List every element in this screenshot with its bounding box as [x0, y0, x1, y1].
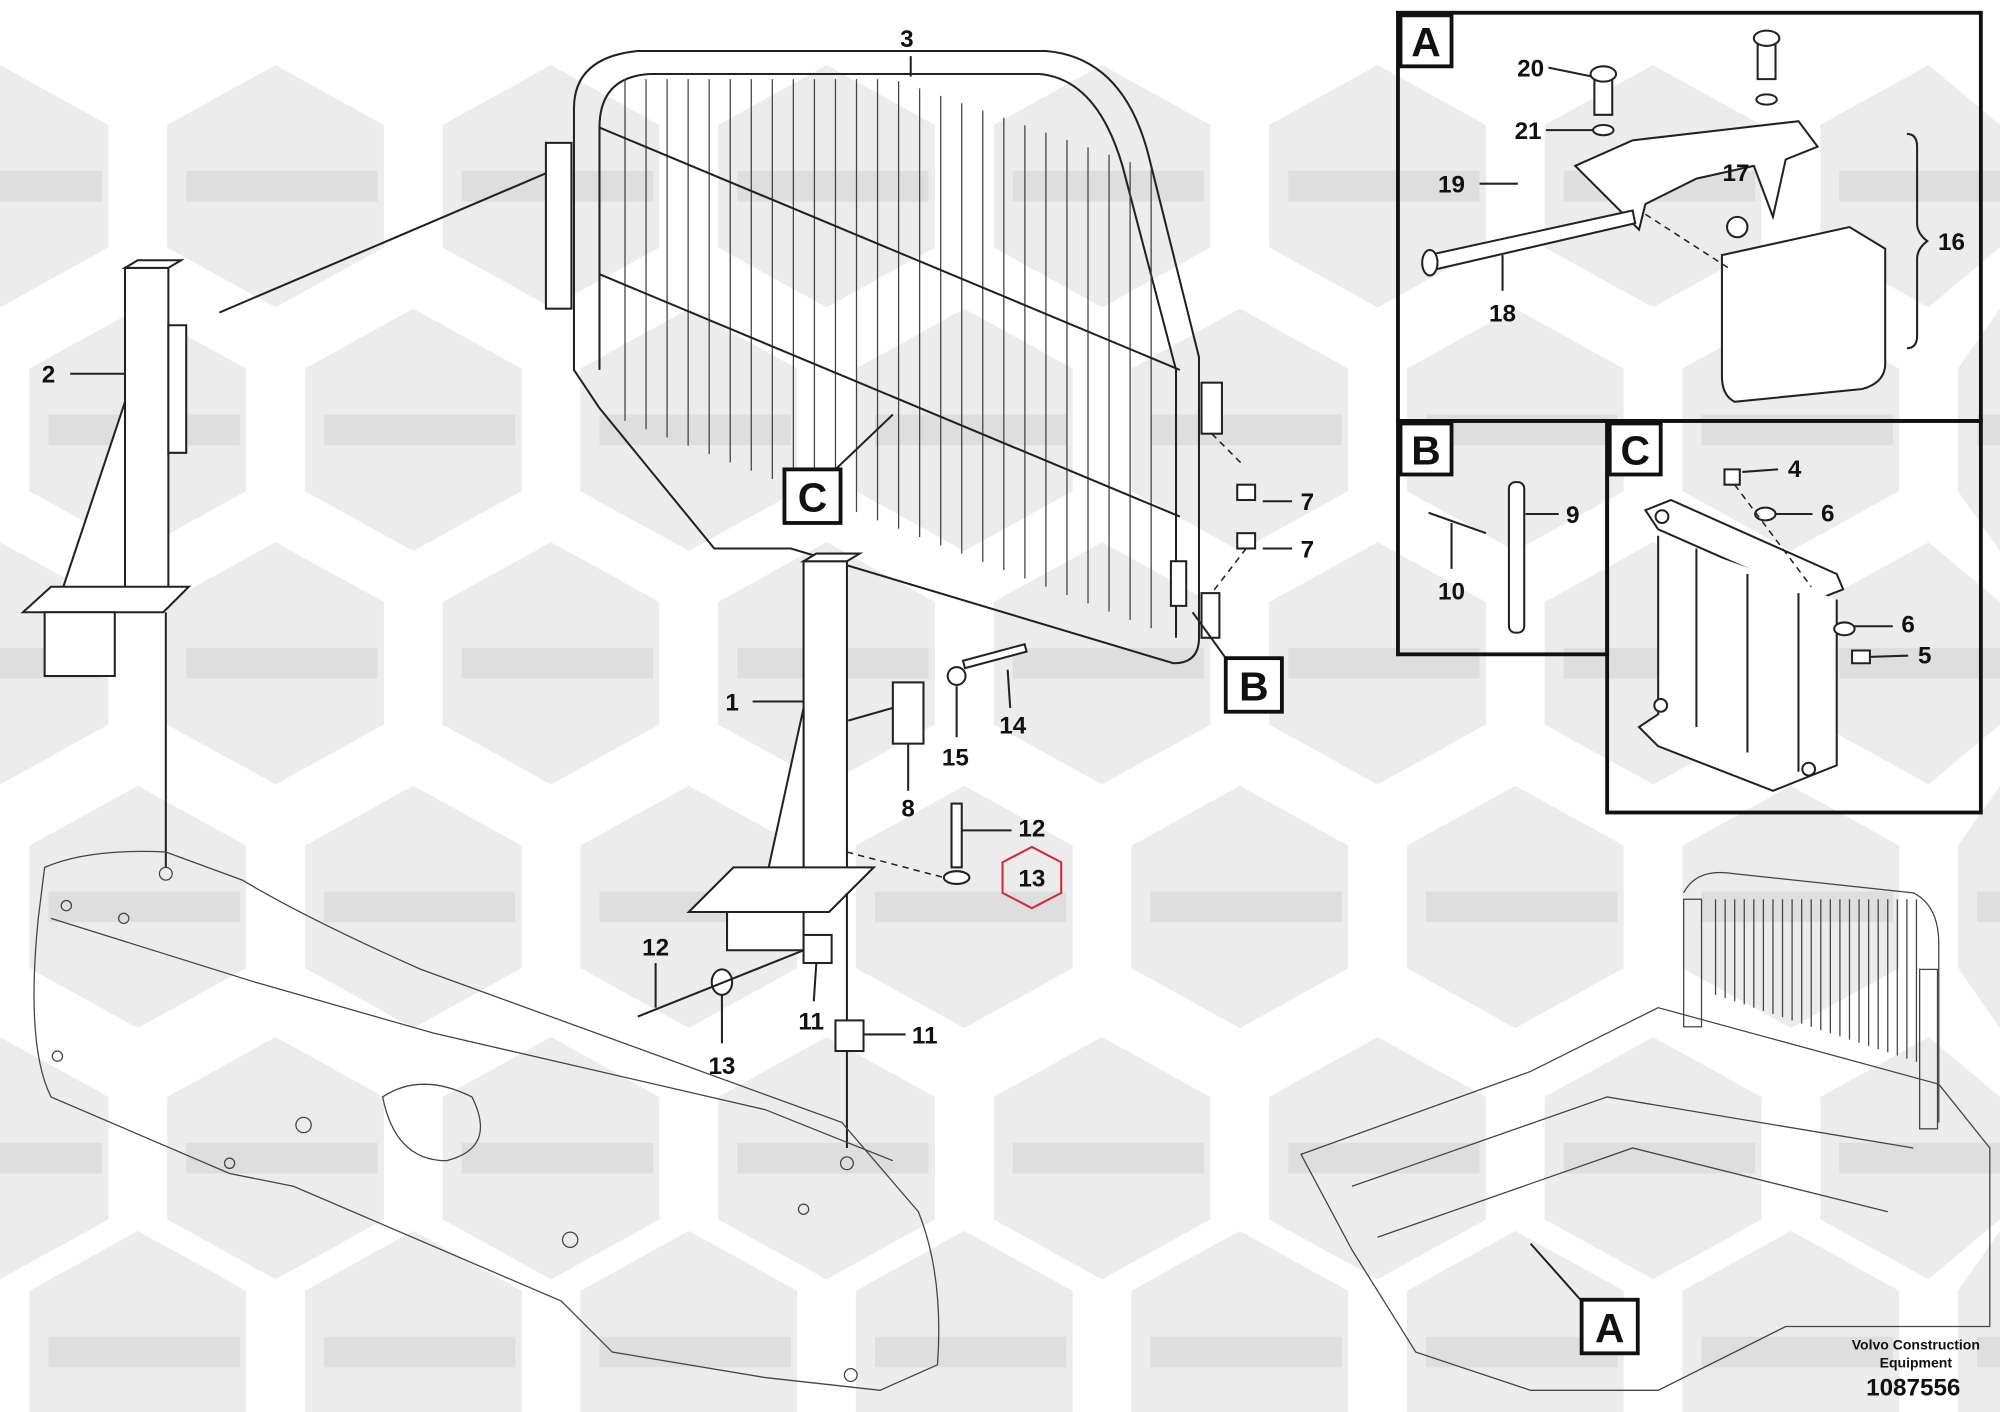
watermark-hexagon: [29, 1230, 247, 1412]
watermark-band: [186, 170, 378, 202]
callout-6: 6: [1901, 612, 1914, 639]
callout-20: 20: [1517, 56, 1544, 83]
callout-15: 15: [942, 744, 969, 771]
watermark-hexagon: [304, 1230, 522, 1412]
callout-8: 8: [901, 795, 914, 822]
watermark-band: [323, 1336, 516, 1368]
manufacturer-line2: Equipment: [1880, 1354, 1953, 1370]
callout-13-highlighted[interactable]: 13: [1018, 865, 1045, 892]
watermark-band: [1839, 1142, 2000, 1174]
inset-a-label: A: [1411, 19, 1440, 65]
callout-6: 6: [1821, 501, 1834, 528]
callouts: 3 2 7 7 1 14 15 8 12 13 12 11 11 13: [42, 26, 1314, 1080]
view-label-a: A: [1595, 1305, 1624, 1351]
watermark-band: [1150, 414, 1342, 446]
watermark-band: [1150, 1336, 1342, 1368]
watermark-band: [323, 414, 516, 446]
callout-16: 16: [1938, 229, 1965, 256]
callout-12: 12: [642, 934, 669, 961]
watermark-band: [461, 647, 654, 679]
axle-housing: [33, 850, 940, 1391]
watermark-hexagon: [1957, 1230, 2000, 1412]
inset-b: B 9 10: [1396, 419, 1610, 657]
callout-7: 7: [1301, 536, 1314, 563]
callout-21: 21: [1515, 118, 1542, 145]
watermark-band: [0, 170, 103, 202]
watermark-band: [1563, 1142, 1756, 1174]
callout-12: 12: [1018, 816, 1045, 843]
callout-14: 14: [999, 712, 1026, 739]
machine-overview: [1300, 871, 1991, 1391]
watermark-band: [1426, 891, 1618, 923]
watermark-band: [875, 891, 1067, 923]
railing-3: [544, 50, 1293, 665]
inset-c: C 4 6 6 5: [1605, 419, 1983, 815]
view-marker-c: C: [782, 413, 894, 525]
watermark-band: [737, 1142, 929, 1174]
callout-2: 2: [42, 362, 55, 389]
watermark-band: [1012, 1142, 1205, 1174]
watermark-band: [186, 647, 378, 679]
watermark-band: [461, 1142, 654, 1174]
watermark-band: [1839, 170, 2000, 202]
view-marker-b: B: [1191, 611, 1284, 714]
watermark-hexagon: [1131, 1230, 1349, 1412]
highlight-hexagon: [1001, 845, 1063, 910]
callout-3: 3: [900, 26, 913, 53]
callout-7: 7: [1301, 489, 1314, 516]
callout-4: 4: [1788, 456, 1802, 483]
callout-13: 13: [708, 1053, 735, 1080]
watermark-hexagon: [855, 1230, 1073, 1412]
watermark-band: [1977, 1336, 2000, 1368]
watermark-band: [1701, 891, 1893, 923]
watermark-band: [737, 170, 929, 202]
inset-c-label: C: [1620, 427, 1649, 473]
watermark-layer: [0, 65, 2000, 1412]
watermark-band: [323, 891, 516, 923]
callout-11: 11: [912, 1022, 938, 1049]
watermark-band: [599, 414, 791, 446]
callout-17: 17: [1722, 160, 1749, 187]
inset-b-label: B: [1411, 427, 1440, 473]
watermark-band: [48, 891, 240, 923]
watermark-band: [186, 1142, 378, 1174]
callout-11: 11: [798, 1008, 824, 1035]
view-label-c: C: [798, 474, 827, 520]
callout-1: 1: [725, 689, 738, 716]
post-2: [20, 171, 549, 868]
callout-18: 18: [1489, 300, 1516, 327]
view-label-b: B: [1239, 663, 1268, 709]
inset-a: A 20 21 19 17 16 18: [1396, 10, 1983, 423]
drawing-number: 1087556: [1866, 1374, 1960, 1401]
watermark-band: [0, 1142, 103, 1174]
watermark-hexagon: [580, 1230, 798, 1412]
post-1: [637, 552, 1028, 1148]
watermark-band: [1150, 891, 1342, 923]
watermark-band: [875, 1336, 1067, 1368]
callout-19: 19: [1438, 172, 1465, 199]
watermark-band: [599, 1336, 791, 1368]
callout-10: 10: [1438, 578, 1465, 605]
watermark-band: [1288, 170, 1480, 202]
callout-9: 9: [1566, 502, 1579, 529]
watermark-band: [1288, 1142, 1480, 1174]
view-marker-a: A: [1579, 1297, 1640, 1356]
title-block: Volvo Construction Equipment 1087556: [1852, 1336, 1980, 1401]
callout-5: 5: [1918, 642, 1931, 669]
watermark-band: [1977, 891, 2000, 923]
manufacturer-line1: Volvo Construction: [1852, 1336, 1980, 1352]
watermark-band: [48, 1336, 240, 1368]
